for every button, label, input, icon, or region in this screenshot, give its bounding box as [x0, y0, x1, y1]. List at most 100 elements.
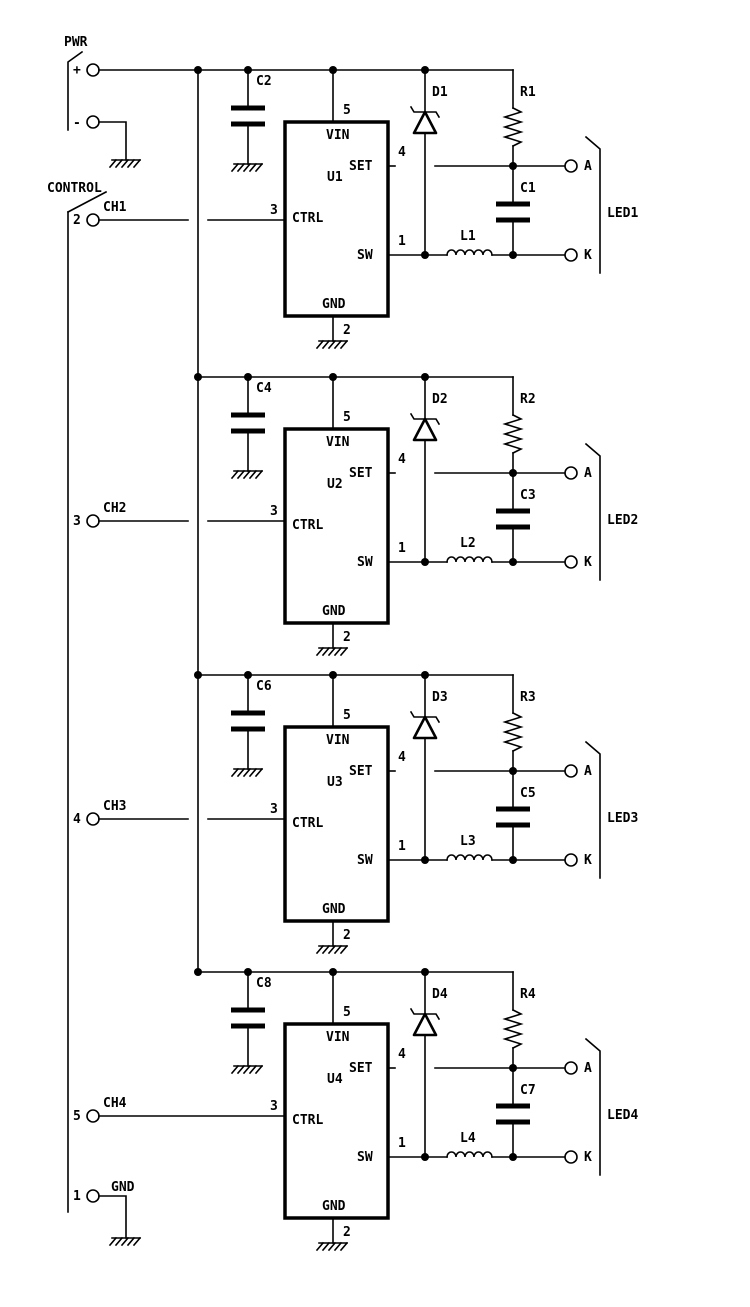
ground-hatch	[333, 944, 343, 955]
pin-number: 4	[398, 452, 406, 467]
ic-pin-ctrl: CTRL	[292, 211, 323, 226]
pin-number: 5	[343, 103, 351, 118]
ic-pin-vin: VIN	[326, 435, 350, 450]
ground-hatch	[315, 339, 325, 350]
ic-pin-sw: SW	[357, 853, 373, 868]
ic-pin-ctrl: CTRL	[292, 816, 323, 831]
ground-hatch	[242, 1064, 252, 1075]
ground-hatch	[236, 1064, 246, 1075]
current-sense-resistor	[502, 106, 524, 148]
driver-ic	[283, 1022, 390, 1220]
led-connector-body	[584, 442, 601, 581]
channel-label: CH3	[103, 799, 126, 814]
pin-number: 4	[398, 750, 406, 765]
pin-number: 3	[270, 203, 278, 218]
control-terminal	[86, 514, 100, 528]
junction-dot	[509, 251, 517, 259]
ground-hatch	[126, 1236, 136, 1247]
pin-number: 5	[343, 410, 351, 425]
ground-hatch	[230, 1064, 240, 1075]
pin-number: 1	[398, 541, 406, 556]
junction-dot	[421, 251, 429, 259]
diode-label: D2	[432, 392, 448, 407]
ic-pin-sw: SW	[357, 248, 373, 263]
inductor	[446, 556, 493, 563]
ic-pin-sw: SW	[357, 1150, 373, 1165]
input-capacitor	[231, 674, 265, 770]
ground-symbol	[108, 158, 142, 169]
ic-designator: U3	[327, 775, 343, 790]
ground-hatch	[242, 162, 252, 173]
schottky-diode	[412, 715, 438, 740]
junction-dot	[194, 968, 202, 976]
ground-hatch	[333, 339, 343, 350]
ground-hatch	[254, 469, 264, 480]
inductor	[446, 249, 493, 256]
led-connector-label: LED3	[607, 811, 638, 826]
led-cathode-label: K	[584, 853, 592, 868]
led-anode-terminal	[564, 1061, 578, 1075]
inductor-label: L4	[460, 1131, 476, 1146]
diode-label: D1	[432, 85, 448, 100]
pin-number: 4	[398, 145, 406, 160]
resistor-label: R3	[520, 690, 536, 705]
ground-hatch	[333, 646, 343, 657]
ground-hatch	[236, 767, 246, 778]
led-cathode-terminal	[564, 555, 578, 569]
pin-number: 1	[398, 234, 406, 249]
ic-pin-gnd: GND	[322, 1199, 346, 1214]
schottky-diode	[412, 1012, 438, 1037]
junction-dot	[421, 558, 429, 566]
output-capacitor	[496, 1067, 530, 1158]
output-capacitor-label: C7	[520, 1083, 536, 1098]
input-capacitor	[231, 971, 265, 1067]
ground-hatch	[230, 469, 240, 480]
ground-hatch	[333, 1241, 343, 1252]
led-anode-label: A	[584, 1061, 592, 1076]
ground-hatch	[339, 646, 349, 657]
led-connector-body	[584, 1037, 601, 1176]
inductor-label: L3	[460, 834, 476, 849]
diode-label: D3	[432, 690, 448, 705]
ic-designator: U2	[327, 477, 343, 492]
ground-hatch	[230, 162, 240, 173]
inductor-label: L2	[460, 536, 476, 551]
led-cathode-label: K	[584, 248, 592, 263]
diode-cathode-bar	[409, 710, 441, 724]
ic-pin-set: SET	[349, 466, 373, 481]
ic-pin-gnd: GND	[322, 902, 346, 917]
ground-hatch	[339, 944, 349, 955]
resistor-label: R1	[520, 85, 536, 100]
channel-label: CH2	[103, 501, 126, 516]
ground-symbol	[230, 162, 264, 173]
ground-hatch	[248, 767, 258, 778]
ic-pin-vin: VIN	[326, 128, 350, 143]
pin-number: 5	[343, 708, 351, 723]
pin-number: 2	[343, 323, 351, 338]
inductor-label: L1	[460, 229, 476, 244]
output-capacitor-label: C1	[520, 181, 536, 196]
output-capacitor-label: C3	[520, 488, 536, 503]
junction-dot	[421, 856, 429, 864]
ground-hatch	[315, 1241, 325, 1252]
pin-number: 2	[343, 928, 351, 943]
pin-number: 1	[398, 1136, 406, 1151]
led-connector-body	[584, 740, 601, 879]
ground-hatch	[248, 162, 258, 173]
inductor	[446, 1151, 493, 1158]
driver-ic	[283, 120, 390, 318]
ic-pin-ctrl: CTRL	[292, 518, 323, 533]
ground-hatch	[315, 944, 325, 955]
control-terminal	[86, 812, 100, 826]
led-anode-label: A	[584, 466, 592, 481]
ground-symbol	[315, 944, 349, 955]
pin-number: 5	[343, 1005, 351, 1020]
ground-hatch	[114, 1236, 124, 1247]
ground-hatch	[327, 339, 337, 350]
ic-designator: U1	[327, 170, 343, 185]
input-capacitor	[231, 376, 265, 472]
ground-hatch	[321, 339, 331, 350]
led-anode-terminal	[564, 764, 578, 778]
